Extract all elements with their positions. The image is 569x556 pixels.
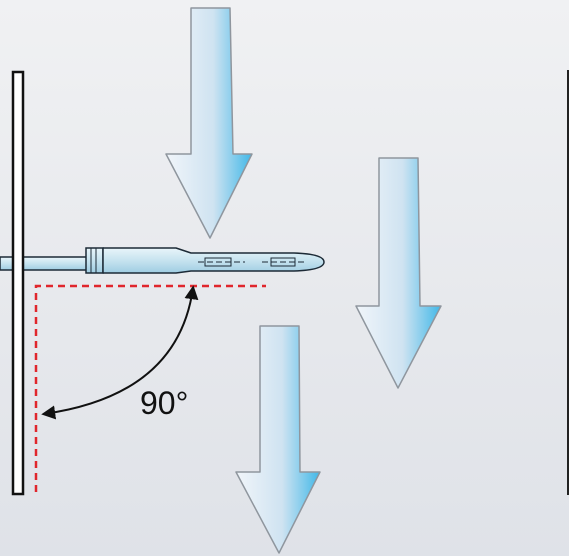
angle-label: 90° bbox=[140, 385, 188, 421]
flow-arrow-icon bbox=[235, 325, 321, 554]
flow-arrow-icon bbox=[165, 7, 253, 239]
mounting-wall-icon bbox=[11, 70, 25, 496]
guide-dashed-line bbox=[34, 284, 266, 492]
right-angle-arc-icon bbox=[41, 285, 199, 420]
flow-arrow-icon bbox=[355, 157, 442, 389]
probe-sensor-icon bbox=[0, 247, 325, 274]
